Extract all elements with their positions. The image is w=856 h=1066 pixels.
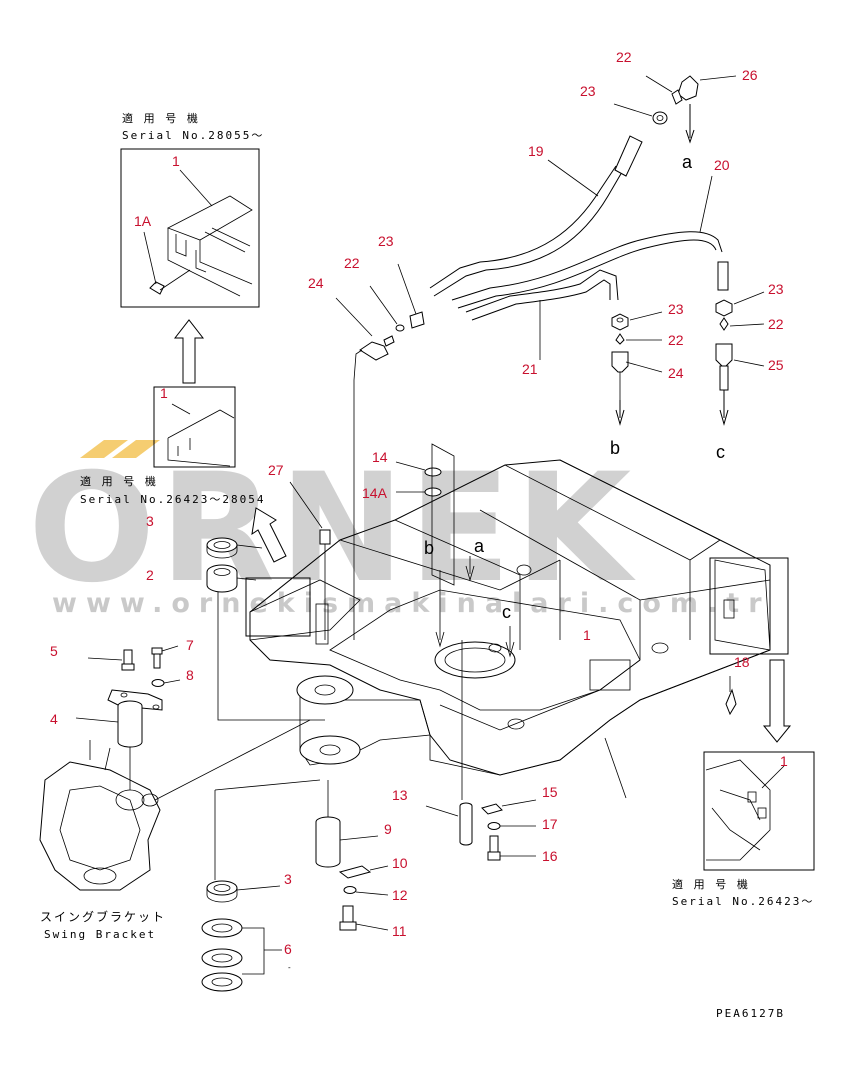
callout-14a: 14A [362,485,388,501]
callout-19: 19 [528,143,544,159]
frame-corner-sketch [167,195,253,241]
swing-bracket-label-en: Swing Bracket [44,928,156,941]
inset-serial-28055: 適 用 号 機 Serial No.28055～ 1 1A [120,111,264,308]
inset-frame [703,751,815,871]
flow-letters: a b c a b c [424,152,725,622]
callout-22: 22 [344,255,360,271]
callout-22-right: 22 [768,316,784,332]
callout-15: 15 [542,784,558,800]
callout-27: 27 [268,462,284,478]
callout-6: 6 [284,941,292,957]
left-exploded-parts: - [75,537,325,992]
callout-17: 17 [542,816,558,832]
watermark-accent-mark [112,440,160,458]
callout-23-top: 23 [580,83,596,99]
callout-4: 4 [50,711,58,727]
callout-8: 8 [186,667,194,683]
callout-3: 3 [146,513,154,529]
arrow-up-icon [173,319,205,384]
inset-serial: Serial No.28055～ [122,129,264,142]
letter-c: c [716,442,725,462]
callout-12: 12 [392,887,408,903]
inset-frame [153,386,236,468]
part-1a-sketch [149,281,165,295]
watermark-brand: ORNEK [28,442,636,616]
main-frame-assembly [249,459,771,776]
swing-bracket-label-jp: スイングブラケット [40,909,166,924]
callout-1: 1 [160,385,168,401]
callout-10: 10 [392,855,408,871]
callout-1: 1 [583,627,591,643]
inset-serial: Serial No.26423～28054 [80,493,265,506]
drawing-code: PEA6127B [716,1007,785,1020]
callout-1a: 1A [134,213,152,229]
watermark-accent-mark [80,440,128,458]
callout-9: 9 [384,821,392,837]
swing-circle [434,641,516,679]
callout-22-top: 22 [616,49,632,65]
callout-1: 1 [172,153,180,169]
callout-7: 7 [186,637,194,653]
callout-24-mid: 24 [668,365,684,381]
arrow-c-down [719,390,729,426]
callout-5: 5 [50,643,58,659]
detail-marker-box [245,577,311,637]
arrow-diagonal-icon [251,507,287,563]
arrow-c-to-frame [505,626,515,658]
callout-22-mid: 22 [668,332,684,348]
arrow-b-down [615,400,625,426]
callout-23-mid: 23 [668,301,684,317]
inset-serial-26423: 1 適 用 号 機 Serial No.26423～ [672,751,815,908]
hoses-and-fittings [335,75,765,640]
callout-21: 21 [522,361,538,377]
arrow-down-icon [762,659,792,743]
inset-frame [120,148,260,308]
arrow-a-down [685,104,695,144]
callout-20: 20 [714,157,730,173]
svg-text:-: - [288,963,291,972]
swing-bracket: スイングブラケット Swing Bracket [39,740,166,941]
callout-11: 11 [392,923,407,939]
letter-c-frame: c [502,602,511,622]
callout-14: 14 [372,449,388,465]
callout-16: 16 [542,848,558,864]
callout-26: 26 [742,67,758,83]
letter-b: b [610,438,620,458]
callout-13: 13 [392,787,408,803]
callout-3-lower: 3 [284,871,292,887]
letter-a: a [682,152,693,172]
letter-b-frame: b [424,538,434,558]
letter-a-frame: a [474,536,485,556]
callout-25: 25 [768,357,784,373]
callout-18: 18 [734,654,750,670]
callout-24: 24 [308,275,324,291]
watermark-url: www.ornekismakinalari.com.tr [52,588,771,619]
detail-marker-box [709,557,789,655]
callout-23-right: 23 [768,281,784,297]
center-exploded-parts [289,443,737,931]
inset-heading: 適 用 号 機 [80,474,158,488]
part-callouts: 1 3 2 5 7 8 4 9 10 12 11 3 6 13 15 17 16… [50,49,784,957]
callout-2: 2 [146,567,154,583]
callout-1: 1 [780,753,788,769]
arrow-b-to-frame [435,570,445,648]
inset-heading: 適 用 号 機 [672,877,750,891]
inset-serial: Serial No.26423～ [672,895,814,908]
callout-23: 23 [378,233,394,249]
arrow-a-to-frame [465,556,475,582]
inset-heading: 適 用 号 機 [122,111,200,125]
watermark: ORNEK www.ornekismakinalari.com.tr [28,440,771,619]
inset-serial-26423-28054: 1 適 用 号 機 Serial No.26423～28054 [80,385,265,506]
